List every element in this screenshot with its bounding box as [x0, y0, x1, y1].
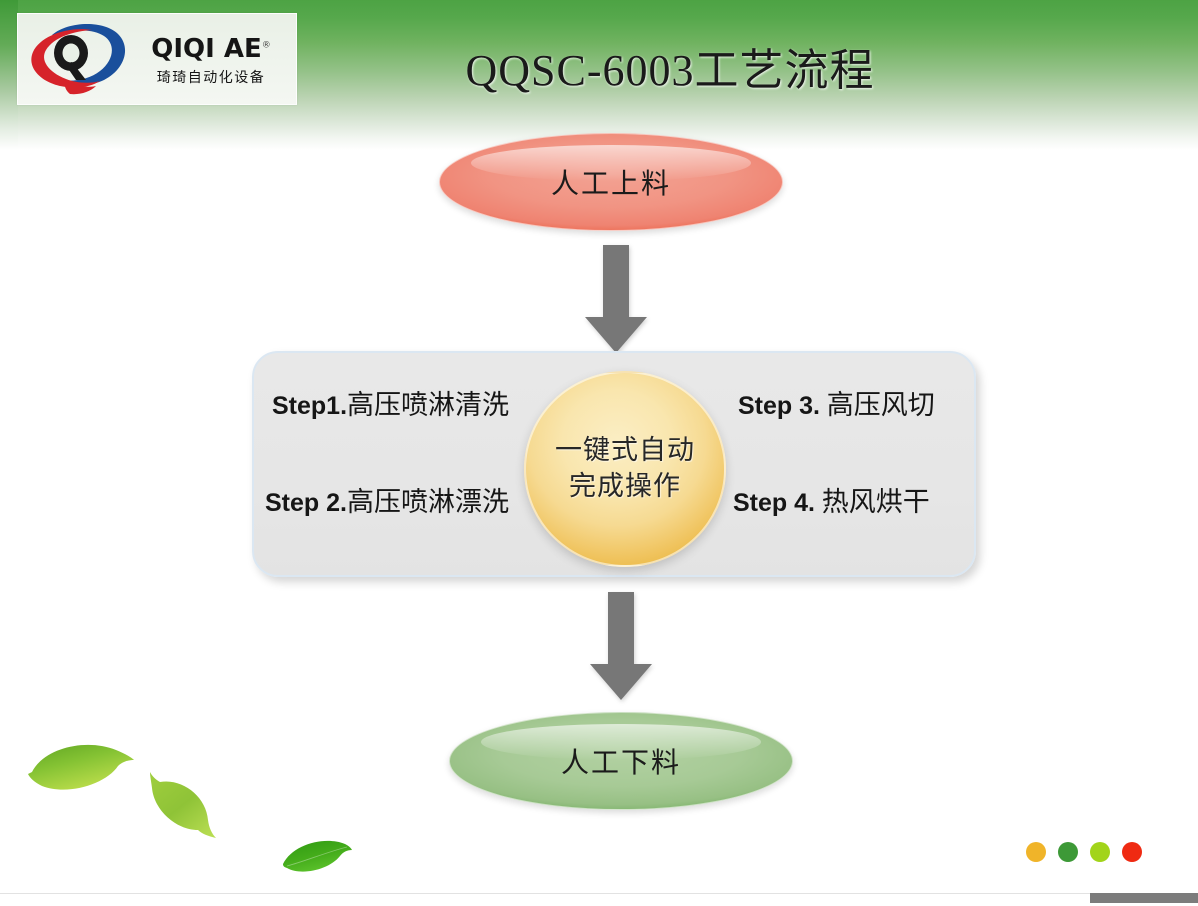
step-number: Step 2. [265, 489, 347, 517]
flow-node-manual-unloading: 人工下料 [449, 712, 793, 810]
step-number: Step1. [272, 392, 348, 420]
dot-amber [1026, 842, 1046, 862]
step-text: 高压风切 [819, 390, 935, 420]
step-item-1: Step1.高压喷淋清洗 [272, 392, 509, 419]
flow-node-label: 人工下料 [560, 748, 681, 779]
center-highlight-circle: 一键式自动 完成操作 [524, 371, 726, 567]
step-text: 高压喷淋清洗 [347, 390, 510, 420]
flow-node-label: 人工上料 [550, 169, 671, 200]
dot-green [1058, 842, 1078, 862]
step-text: 热风烘干 [814, 487, 930, 517]
company-logo: QIQI AE® 琦琦自动化设备 [17, 13, 297, 105]
down-arrow-icon-top [583, 245, 649, 355]
qiqi-logo-mark-icon [24, 18, 132, 100]
leaf-icon-small [281, 836, 353, 885]
center-circle-line-1: 一键式自动 [555, 435, 695, 466]
logo-brand-en: QIQI AE® [151, 33, 271, 64]
page-title: QQSC-6003工艺流程 [465, 46, 875, 95]
decorative-dot-row [1026, 842, 1142, 862]
logo-wordmark: QIQI AE® 琦琦自动化设备 [132, 36, 290, 87]
down-arrow-icon-bottom [588, 592, 654, 702]
bottom-accent-bar [1090, 893, 1198, 903]
leaf-icon-medium [146, 764, 218, 847]
logo-brand-cn: 琦琦自动化设备 [156, 69, 266, 86]
dot-red [1122, 842, 1142, 862]
step-item-3: Step 3. 高压风切 [738, 392, 935, 419]
step-item-4: Step 4. 热风烘干 [733, 489, 930, 516]
bottom-divider [0, 893, 1198, 894]
step-item-2: Step 2.高压喷淋漂洗 [265, 489, 509, 516]
header-left-edge [0, 0, 18, 150]
leaf-icon-large [24, 736, 136, 803]
center-circle-line-2: 完成操作 [569, 471, 681, 501]
registered-mark-icon: ® [261, 39, 271, 50]
flow-node-manual-loading: 人工上料 [439, 133, 783, 231]
step-text: 高压喷淋漂洗 [346, 487, 509, 517]
dot-lime [1090, 842, 1110, 862]
step-number: Step 4. [733, 489, 815, 517]
step-number: Step 3. [738, 392, 820, 420]
